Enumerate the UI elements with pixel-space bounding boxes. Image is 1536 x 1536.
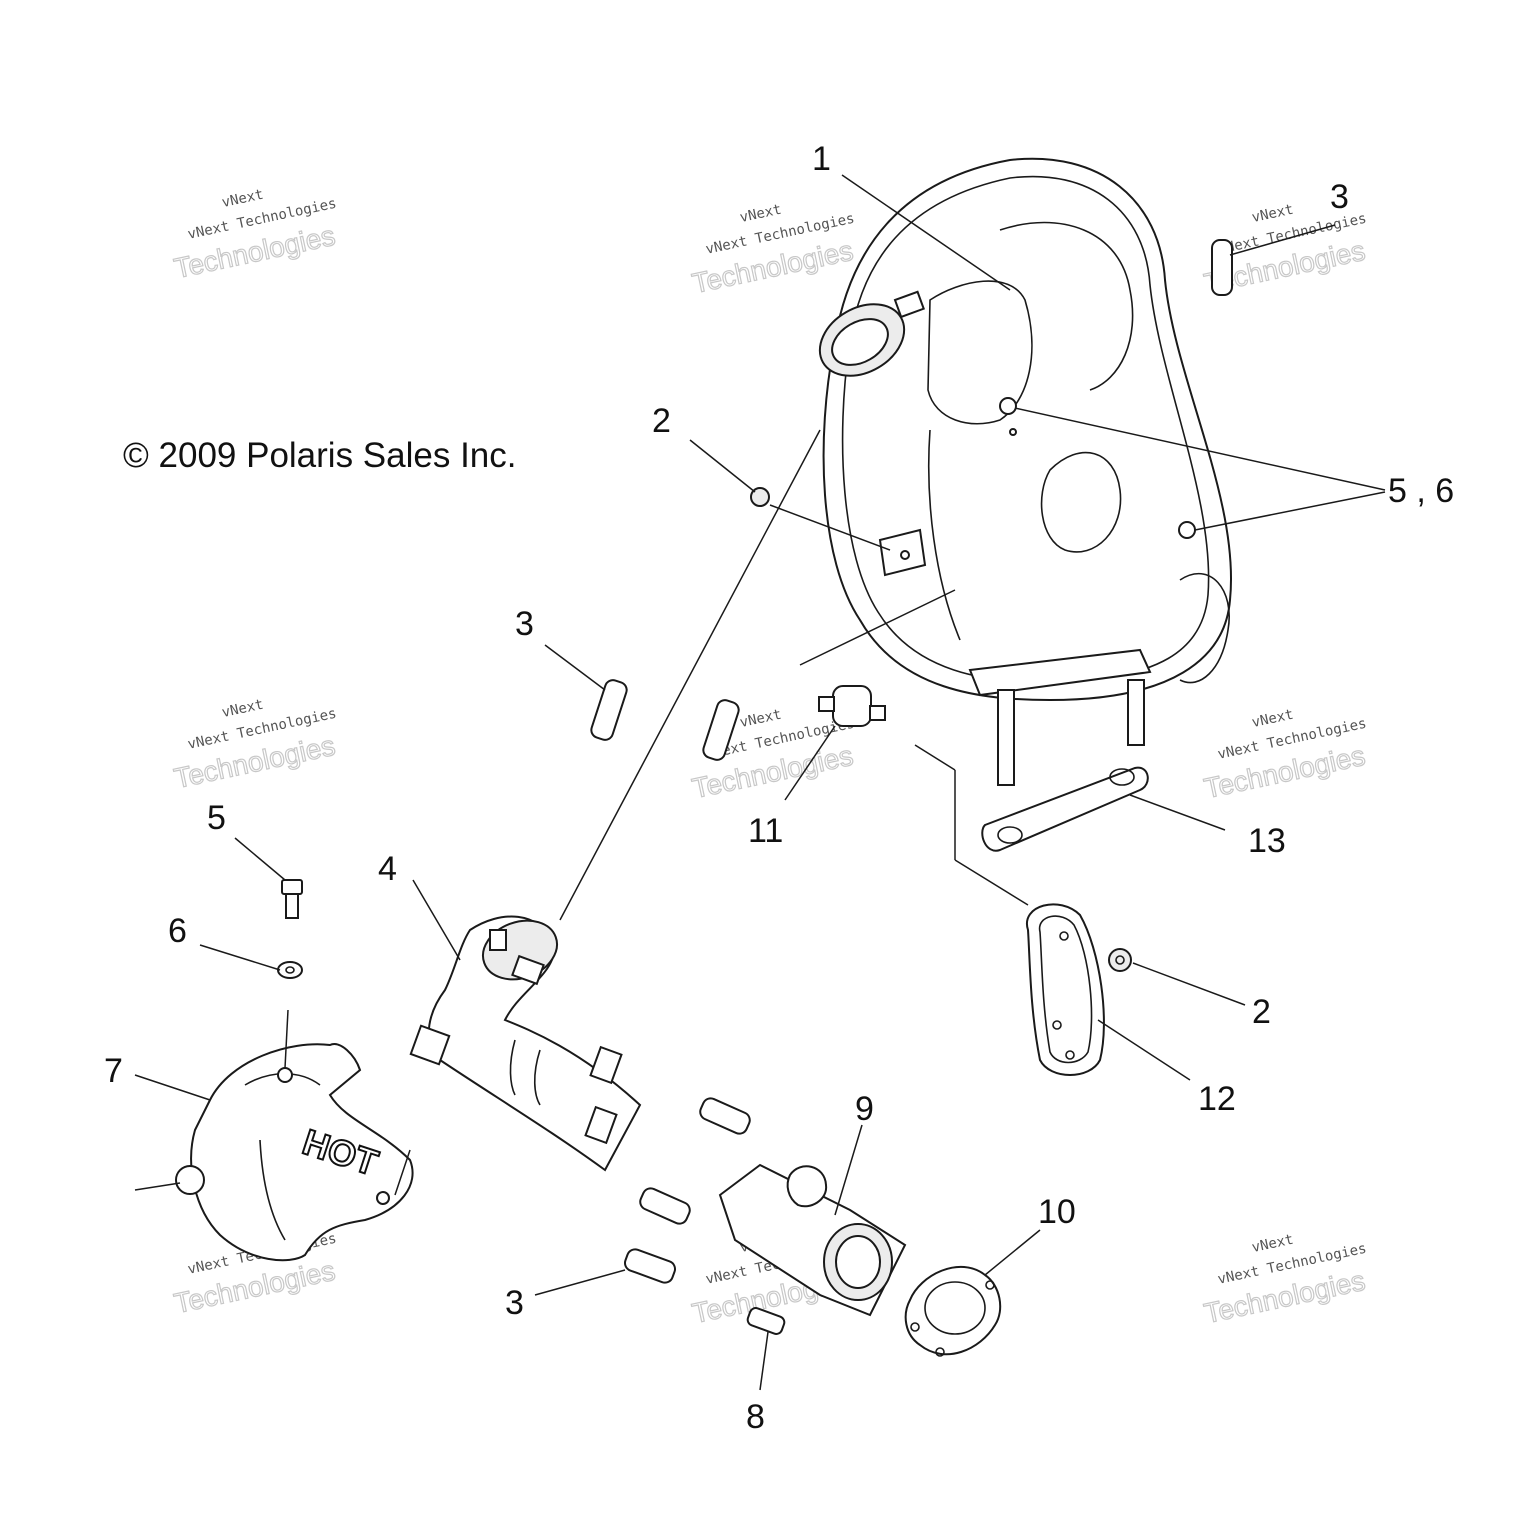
- svg-text:vNext: vNext: [1250, 202, 1295, 226]
- watermark-mid-right: vNext vNext Technologies Technologies: [1201, 707, 1369, 805]
- callout-3-top-right: 3: [1330, 178, 1349, 216]
- svg-text:vNext: vNext: [738, 202, 783, 226]
- callout-2-lower: 2: [1252, 993, 1271, 1031]
- callout-7: 7: [104, 1052, 123, 1090]
- callout-5-6: 5 , 6: [1388, 472, 1454, 510]
- callout-6: 6: [168, 912, 187, 950]
- callout-10: 10: [1038, 1193, 1076, 1231]
- muffler-part-1: [818, 157, 1232, 786]
- spring-part-3-exhaust-c: [623, 1248, 677, 1284]
- mount-strap-part-13: [981, 766, 1149, 852]
- spring-part-3-exhaust-a: [699, 1097, 751, 1135]
- exhaust-header-part-9: [718, 1163, 907, 1317]
- watermark-top-center: vNext vNext Technologies Technologies: [689, 202, 857, 300]
- spring-part-3-mid-left: [590, 679, 628, 741]
- callout-3-mid: 3: [515, 605, 534, 643]
- bolt-part-5: [281, 879, 303, 919]
- heat-shield-part-7: HOT: [175, 1043, 414, 1262]
- svg-text:vNext: vNext: [738, 707, 783, 731]
- leader-lines: [134, 174, 1386, 1391]
- callout-11: 11: [748, 812, 783, 850]
- header-gasket-part-10: [904, 1265, 1002, 1357]
- spring-part-3-exhaust-b: [639, 1187, 691, 1225]
- copyright-text: © 2009 Polaris Sales Inc.: [123, 436, 517, 475]
- watermark-mid-left: vNext vNext Technologies Technologies: [171, 697, 339, 795]
- callout-3-bottom: 3: [505, 1284, 524, 1322]
- callout-1: 1: [812, 140, 831, 178]
- grommet-part-11: [818, 685, 886, 727]
- svg-text:vNext: vNext: [1250, 707, 1295, 731]
- callout-5: 5: [207, 799, 226, 837]
- callout-2-upper: 2: [652, 402, 671, 440]
- watermark-bottom-right: vNext vNext Technologies Technologies: [1201, 1232, 1369, 1330]
- callout-8: 8: [746, 1398, 765, 1436]
- svg-text:vNext: vNext: [1250, 1232, 1295, 1256]
- svg-text:vNext: vNext: [220, 187, 265, 211]
- callout-4: 4: [378, 850, 397, 888]
- washer-part-6: [277, 961, 303, 979]
- dowel-pin-part-8: [746, 1307, 786, 1335]
- gasket-plate-part-12: [1025, 903, 1105, 1076]
- svg-text:vNext: vNext: [220, 697, 265, 721]
- spring-part-3-top-right: [1211, 239, 1233, 296]
- callout-9: 9: [855, 1090, 874, 1128]
- watermark-top-left: vNext vNext Technologies Technologies: [171, 187, 339, 285]
- nut-part-2-lower: [1108, 948, 1132, 972]
- callout-12: 12: [1198, 1080, 1236, 1118]
- callout-13: 13: [1248, 822, 1286, 860]
- nut-part-2-upper: [750, 487, 770, 507]
- exhaust-pipe-part-4: [409, 915, 642, 1172]
- callout-labels: 1 3 2 5 , 6 3 11 13 5 4 6 2 7 12 9 10 3 …: [104, 140, 1454, 1436]
- spring-part-3-mid-center: [702, 699, 740, 761]
